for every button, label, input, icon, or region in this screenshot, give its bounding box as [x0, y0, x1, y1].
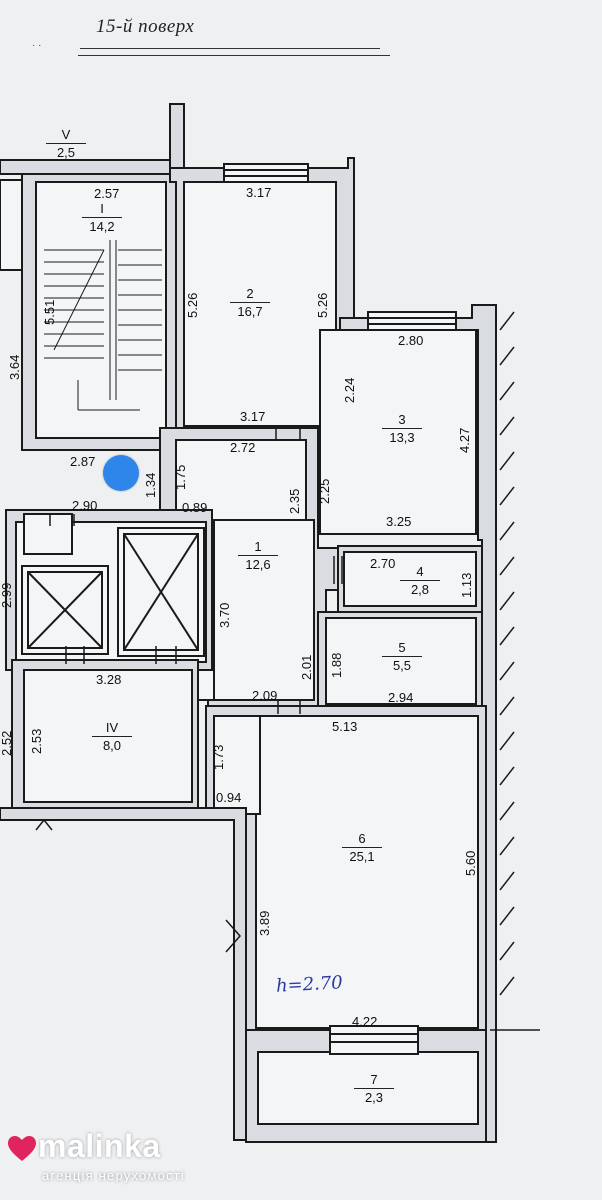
dim-4-22: 4.22	[352, 1014, 378, 1029]
floor-title: 15-й поверх	[96, 16, 195, 37]
room-3-number: 3	[398, 412, 406, 427]
dim-0-89: 0.89	[182, 500, 208, 515]
room-3-outline	[319, 304, 497, 1143]
room-4-number: 4	[416, 564, 424, 579]
dim-2-87: 2.87	[70, 454, 96, 469]
dim-2-35: 2.35	[287, 488, 302, 514]
dim-1-13: 1.13	[459, 572, 474, 598]
room-5-outline	[317, 611, 483, 711]
room-7-number: 7	[370, 1072, 378, 1087]
dim-2-57: 2.57	[94, 186, 120, 201]
dim-5-13: 5.13	[332, 719, 358, 734]
room-6-number: 6	[358, 831, 366, 846]
dim-3-17-top: 3.17	[246, 185, 272, 200]
elevator-block	[5, 509, 213, 671]
dim-2-24: 2.24	[342, 377, 357, 403]
dim-5-51: 5.51	[42, 299, 57, 325]
room-5-area: 5,5	[382, 656, 422, 672]
corner-tick-mark: · ·	[32, 40, 42, 51]
dim-2-80: 2.80	[398, 333, 424, 348]
room-I-number: I	[100, 201, 104, 216]
dim-2-90: 2.90	[72, 498, 98, 513]
room-6-outline	[205, 705, 487, 1037]
title-underline-second	[78, 55, 390, 56]
dim-1-34: 1.34	[143, 472, 158, 498]
top-wall	[0, 103, 185, 271]
staircase	[44, 240, 162, 411]
dim-2-53: 2.53	[29, 728, 44, 754]
room-I-area: 14,2	[82, 217, 122, 233]
lower-left-wall	[0, 807, 247, 1141]
dim-5-26-right: 5.26	[315, 292, 330, 318]
room-7-outline	[245, 1025, 487, 1143]
dim-3-17-bottom: 3.17	[240, 409, 266, 424]
dim-3-89: 3.89	[257, 910, 272, 936]
room-2-outline	[169, 157, 355, 431]
room-5-number: 5	[398, 640, 406, 655]
dim-4-27: 4.27	[457, 427, 472, 453]
dim-1-75: 1.75	[173, 464, 188, 490]
dim-3-28: 3.28	[96, 672, 122, 687]
dim-2-94: 2.94	[388, 690, 414, 705]
dim-3-25: 3.25	[386, 514, 412, 529]
brand-name: malinka	[38, 1128, 161, 1164]
exterior-hatch	[490, 311, 540, 1031]
room-7-area: 2,3	[354, 1088, 394, 1104]
ceiling-height-note: h=2.70	[275, 972, 344, 997]
dim-2-70: 2.70	[370, 556, 396, 571]
dim-1-73: 1.73	[211, 744, 226, 770]
room-IV-area: 8,0	[92, 736, 132, 752]
dim-2-09: 2.09	[252, 688, 278, 703]
dim-3-64: 3.64	[7, 354, 22, 380]
dim-2-52: 2.52	[0, 730, 14, 756]
dim-1-88: 1.88	[329, 652, 344, 678]
title-underline	[80, 48, 380, 49]
room-3-area: 13,3	[382, 428, 422, 444]
location-pin[interactable]	[103, 455, 139, 491]
dim-2-01: 2.01	[299, 654, 314, 680]
room-IV-number: IV	[105, 720, 119, 735]
room-V-number: V	[61, 127, 71, 142]
room-V-area: 2,5	[46, 143, 86, 159]
dim-3-70: 3.70	[217, 602, 232, 628]
room-1-area: 12,6	[238, 555, 278, 571]
elevator-shaft-right	[117, 527, 205, 657]
heart-logo-icon	[8, 1136, 36, 1161]
room-6-area: 25,1	[342, 847, 382, 863]
elevator-shaft-left	[21, 565, 109, 655]
dim-5-60: 5.60	[463, 850, 478, 876]
door-marks	[35, 426, 343, 953]
dim-2-25: 2.25	[317, 478, 332, 504]
dim-2-99: 2.99	[0, 582, 14, 608]
dim-0-94: 0.94	[216, 790, 242, 805]
dim-2-72: 2.72	[230, 440, 256, 455]
room-2-number: 2	[246, 286, 254, 301]
brand-tagline: агенція нерухомості	[42, 1168, 185, 1183]
dim-5-26-left: 5.26	[185, 292, 200, 318]
room-4-outline	[337, 545, 483, 613]
room-4-area: 2,8	[400, 580, 440, 596]
room-1-number: 1	[254, 539, 262, 554]
room-2-area: 16,7	[230, 302, 270, 318]
